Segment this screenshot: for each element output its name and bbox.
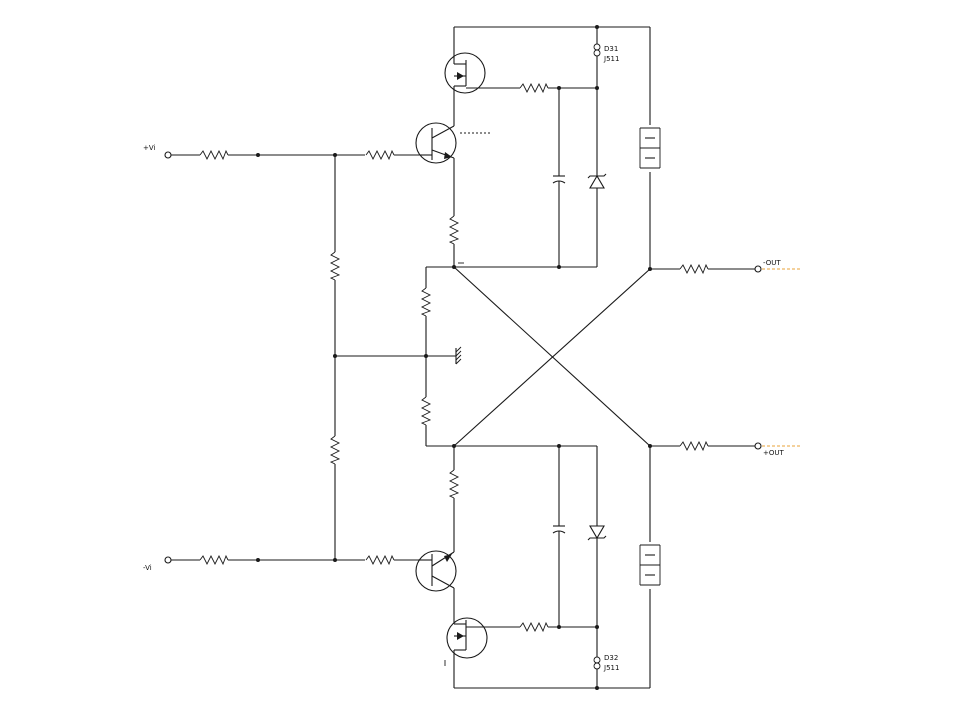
d32-current-diode: D32 J511 xyxy=(593,627,619,688)
label-d32: D32 xyxy=(604,654,618,662)
label-in-plus: +Vi xyxy=(143,144,156,152)
output-resistor-minus xyxy=(679,264,709,274)
label-out-plus: +OUT xyxy=(763,449,784,457)
cross-coupling xyxy=(453,266,651,447)
output-minus-terminal[interactable] xyxy=(754,265,762,273)
jfet-top xyxy=(444,27,520,126)
jfet-bottom xyxy=(444,617,520,688)
ground-icon xyxy=(455,346,462,365)
emitter-resistor-top xyxy=(449,215,459,245)
emitter-resistor-bottom xyxy=(449,469,459,499)
input-minus-branch xyxy=(164,555,418,565)
base-resistor-top xyxy=(365,150,395,160)
bjt-bottom xyxy=(415,550,457,592)
battery-bottom xyxy=(639,544,661,586)
zener-top xyxy=(587,88,607,267)
label-j511-bottom: J511 xyxy=(603,664,619,672)
label-d31: D31 xyxy=(604,45,618,53)
gate-resistor-top xyxy=(519,83,549,93)
input-plus-terminal[interactable] xyxy=(164,151,172,159)
input-resistor-bottom xyxy=(199,555,229,565)
input-resistor-top xyxy=(199,150,229,160)
input-minus-terminal[interactable] xyxy=(164,556,172,564)
center-resistor-chain xyxy=(421,266,454,447)
battery-top xyxy=(639,127,661,169)
input-plus-branch xyxy=(164,150,420,160)
label-out-minus: -OUT xyxy=(763,259,781,267)
bjt-top xyxy=(415,122,490,164)
gate-resistor-bottom xyxy=(519,622,549,632)
label-j511-top: J511 xyxy=(603,55,619,63)
zener-bottom xyxy=(587,446,607,627)
label-in-minus: -Vi xyxy=(143,564,152,572)
divider-string xyxy=(330,155,456,560)
capacitor-bottom xyxy=(552,446,566,627)
d31-current-diode: D31 J511 xyxy=(593,27,619,88)
base-resistor-bottom xyxy=(365,555,395,565)
output-resistor-plus xyxy=(679,441,709,451)
output-plus-terminal[interactable] xyxy=(754,442,762,450)
capacitor-top xyxy=(552,88,566,269)
